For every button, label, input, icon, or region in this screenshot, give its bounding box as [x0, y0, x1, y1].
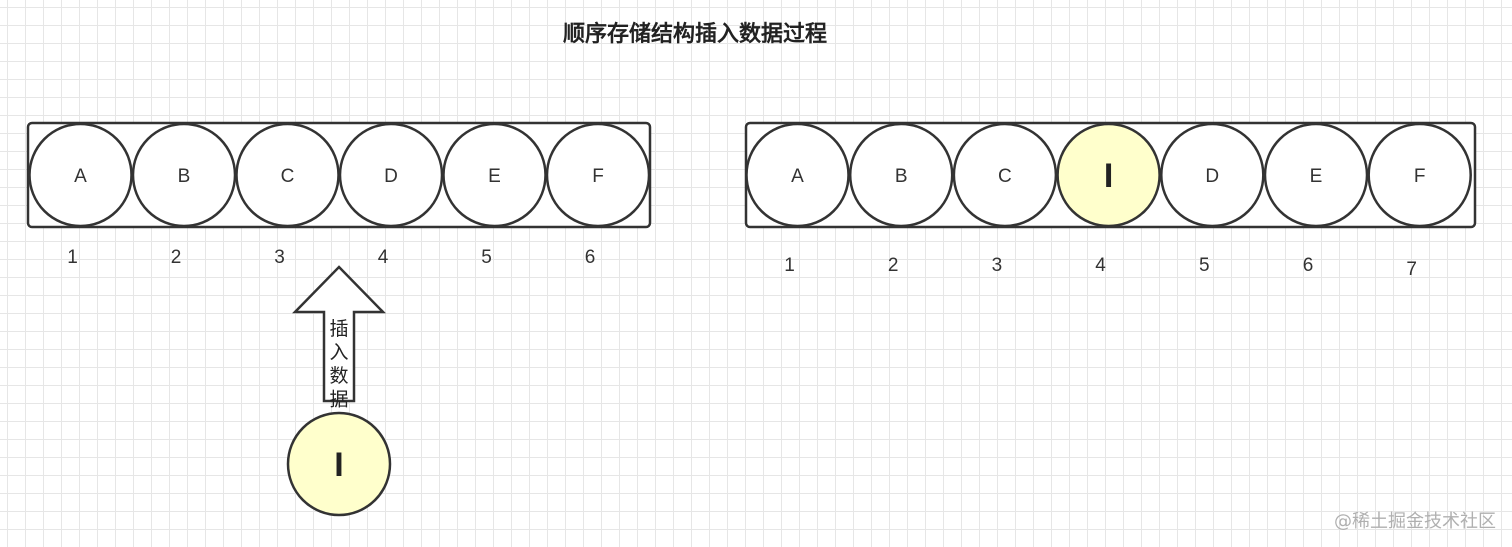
before-index-label: 4	[378, 247, 389, 268]
after-index-label: 7	[1406, 259, 1417, 280]
before-cell-circle	[131, 122, 237, 228]
arrow-label-char: 入	[329, 342, 348, 364]
up-arrow-shape	[292, 265, 386, 403]
watermark: @稀土掘金技术社区	[1334, 511, 1496, 532]
after-index-label: 6	[1303, 255, 1314, 276]
after-cell-circle	[745, 122, 850, 228]
insert-element: I	[286, 411, 392, 517]
after-cell-circle	[848, 122, 954, 228]
before-cell-label: F	[592, 166, 604, 187]
insert-element-label: I	[334, 446, 343, 484]
after-cell-circle	[1263, 122, 1369, 228]
after-cell-circle	[952, 122, 1058, 228]
before-cell-circle	[338, 122, 444, 228]
before-cell-circle	[545, 122, 651, 228]
after-cell-label: C	[998, 166, 1012, 187]
diagram-title: 顺序存储结构插入数据过程	[562, 22, 827, 47]
after-index-label: 2	[888, 255, 899, 276]
before-cell-label: A	[74, 166, 87, 187]
before-cell-circle	[442, 122, 547, 228]
before-index-label: 2	[171, 247, 182, 268]
before-cell-label: B	[178, 166, 191, 187]
after-index-label: 4	[1095, 255, 1106, 276]
before-cell-label: D	[384, 166, 398, 187]
arrow-label-char: 据	[329, 389, 348, 411]
after-index-label: 1	[784, 255, 795, 276]
before-cell-label: E	[488, 166, 501, 187]
after-cell-circle	[1160, 122, 1265, 228]
arrow-label-char: 插	[329, 318, 348, 340]
before-index-label: 6	[585, 247, 596, 268]
after-index-label: 3	[992, 255, 1003, 276]
insert-element-circle	[286, 411, 392, 517]
after-cell-circle	[1056, 122, 1161, 228]
after-index-label: 5	[1199, 255, 1210, 276]
after-cell-label: I	[1104, 157, 1113, 195]
after-cell-label: E	[1310, 166, 1323, 187]
before-index-label: 1	[67, 247, 78, 268]
before-index-label: 3	[274, 247, 285, 268]
before-cell-label: C	[281, 166, 295, 187]
before-array: A B C D E F 1 2 3 4 5 6	[26, 121, 652, 268]
after-cell-circle	[1367, 122, 1472, 228]
before-index-label: 5	[481, 247, 492, 268]
after-cell-label: F	[1414, 166, 1426, 187]
after-cell-label: A	[791, 166, 804, 187]
after-array: A B C I D E F 1 2 3 4 5 6 7	[744, 121, 1477, 280]
after-cell-label: D	[1205, 166, 1219, 187]
arrow-label-char: 数	[329, 365, 348, 387]
insert-arrow: 插入数据	[292, 265, 386, 411]
after-cell-label: B	[895, 166, 908, 187]
before-cell-circle	[235, 122, 340, 228]
before-cell-circle	[28, 122, 133, 228]
